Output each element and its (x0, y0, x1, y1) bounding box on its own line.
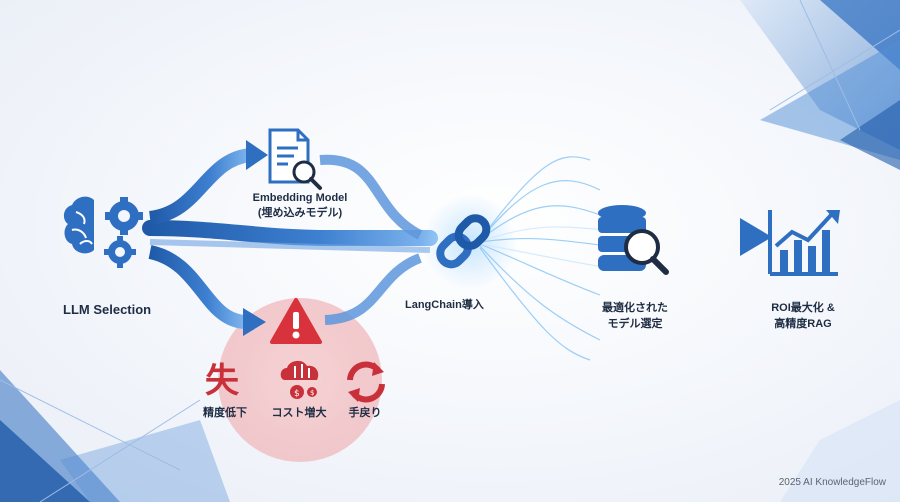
risk-label-cost: コスト増大 (271, 407, 327, 419)
svg-text:$: $ (310, 389, 314, 397)
footer-text: 2025 AI KnowledgeFlow (778, 477, 886, 488)
corner-decoration-bottom-left (0, 370, 230, 502)
corner-decoration-bottom-right (780, 400, 900, 502)
risk-label-rework: 手戻り (348, 407, 382, 419)
cost-increase-icon: $ $ (280, 360, 319, 399)
chain-link-icon (436, 214, 491, 269)
database-search-icon (598, 205, 669, 275)
document-search-icon (268, 128, 322, 190)
optimized-line1: 最適化された (602, 302, 668, 314)
roi-label: ROI最大化 & 高精度RAG (758, 300, 848, 332)
svg-text:失: 失 (205, 361, 240, 401)
embedding-model-line1: Embedding Model (252, 192, 348, 204)
langchain-label: LangChain導入 (405, 299, 484, 311)
accuracy-drop-icon: 失 (205, 361, 240, 401)
roi-line2: 高精度RAG (774, 318, 832, 330)
growth-chart-icon (768, 210, 840, 276)
arrow-head-roi (740, 218, 772, 256)
flow-arrows (142, 140, 438, 336)
svg-text:$: $ (294, 389, 300, 399)
brain-gears-icon (63, 196, 143, 268)
corner-decoration-top-right (740, 0, 900, 170)
llm-selection-label: LLM Selection (63, 302, 152, 317)
optimized-line2: モデル選定 (607, 318, 663, 330)
roi-line1: ROI最大化 & (771, 302, 835, 314)
risk-label-accuracy: 精度低下 (203, 407, 247, 419)
embedding-model-label: Embedding Model (埋め込みモデル) (240, 192, 360, 220)
warning-icon (270, 298, 322, 344)
optimized-model-label: 最適化された モデル選定 (590, 300, 680, 332)
embedding-model-line2: (埋め込みモデル) (257, 207, 343, 219)
rework-icon (347, 361, 385, 403)
light-beams (479, 156, 611, 361)
